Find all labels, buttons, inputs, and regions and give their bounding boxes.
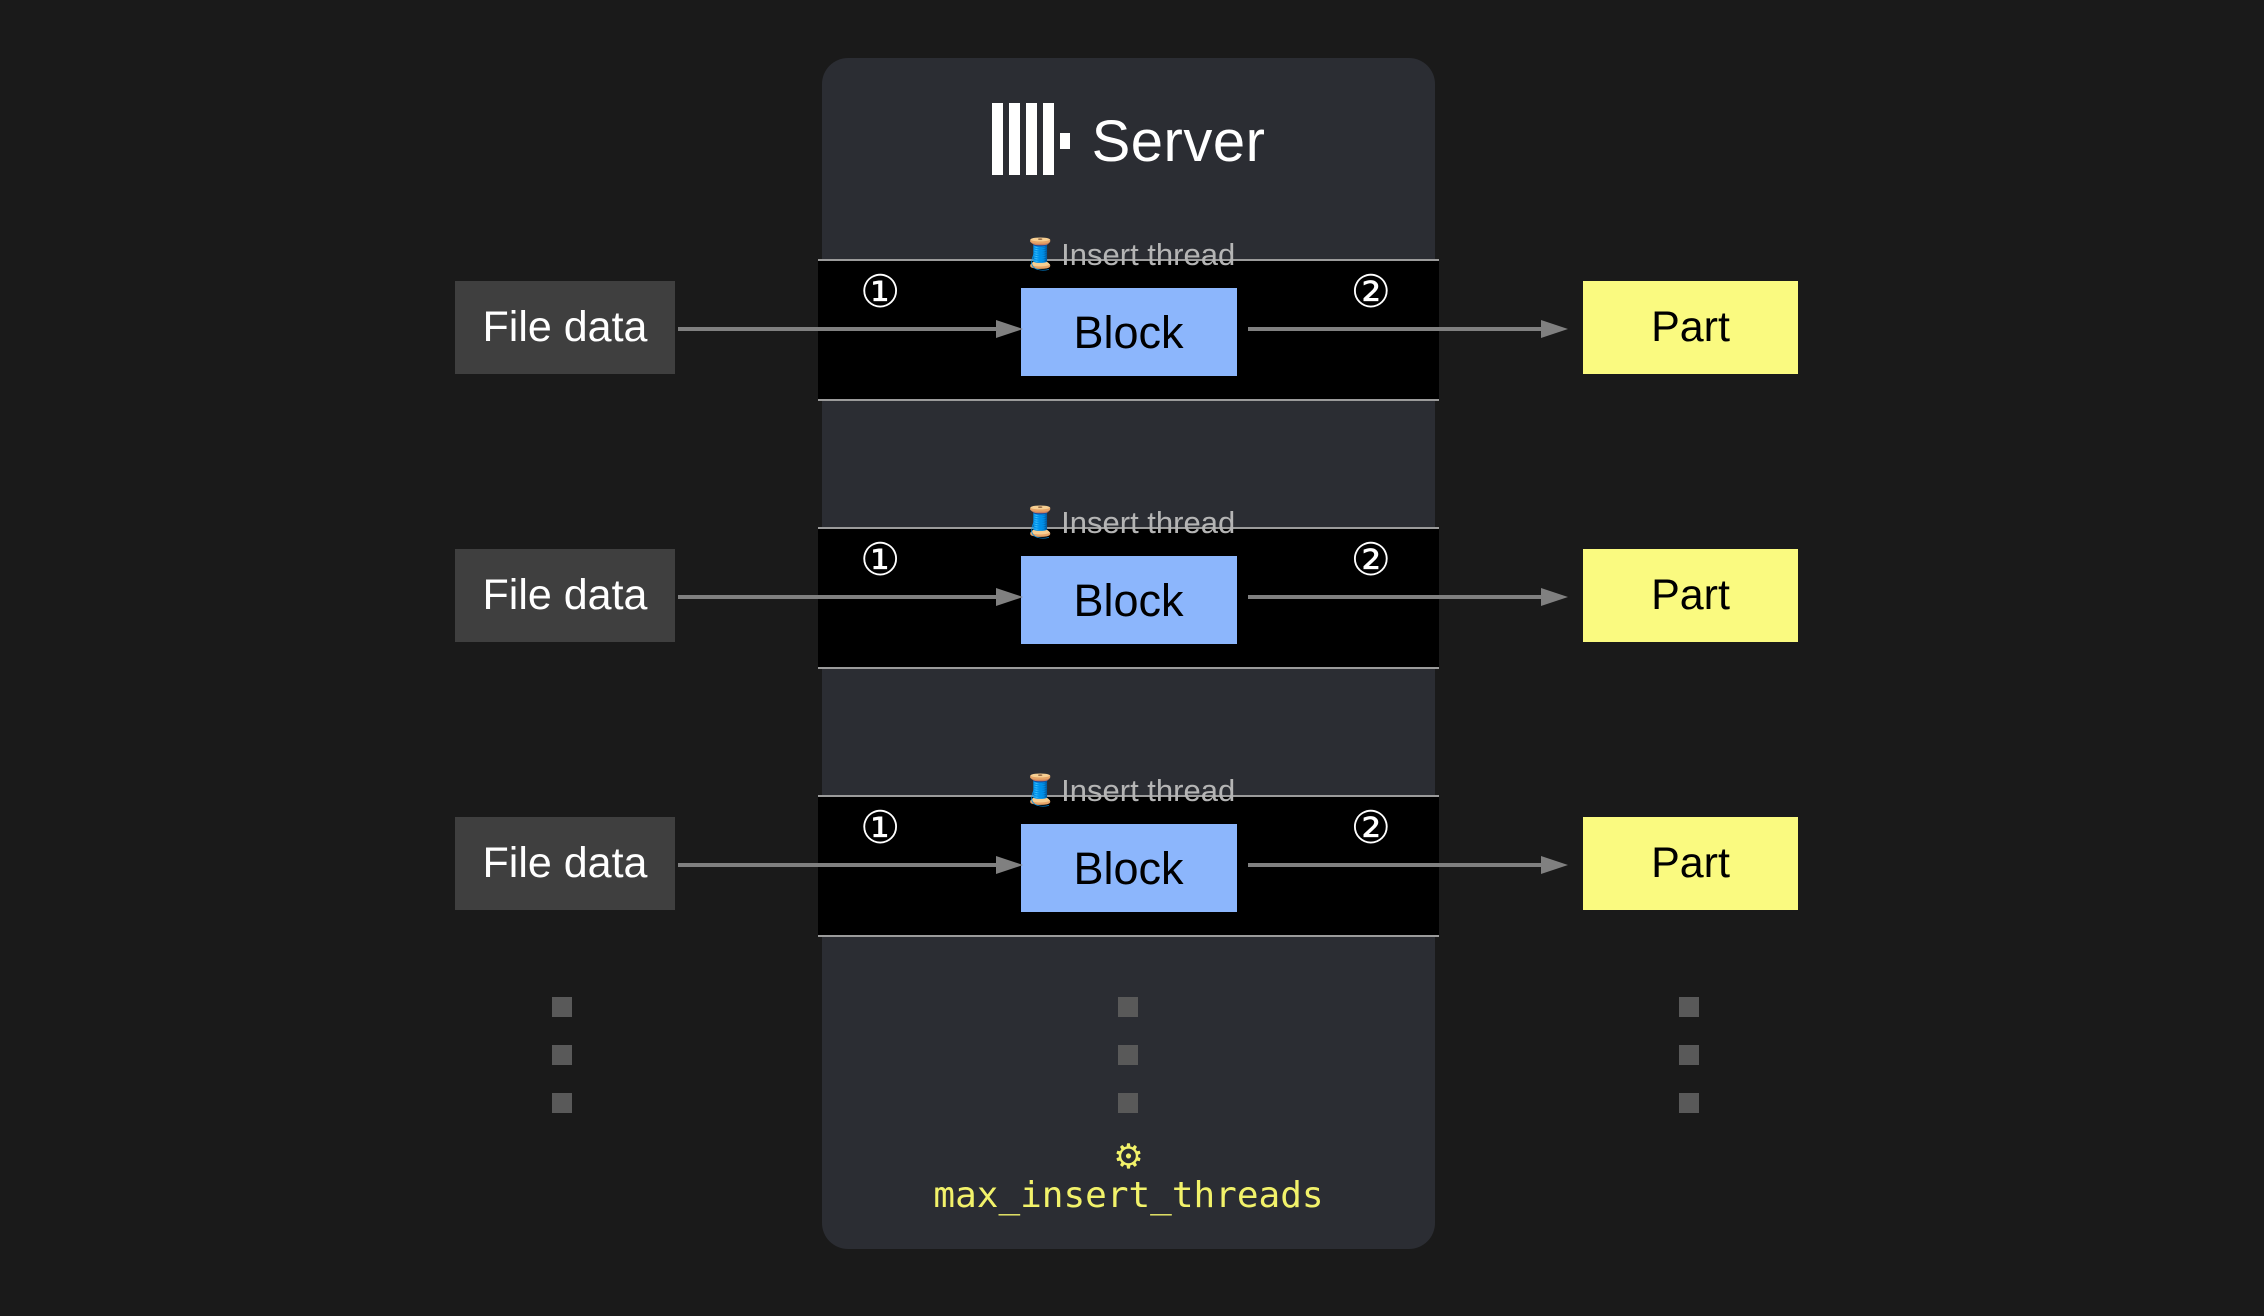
arrow-file-to-block-icon [678,317,1023,341]
part-label: Part [1651,839,1730,887]
step-number-in: ① [860,266,901,317]
thread-spool-icon: 🧵 [1021,237,1060,271]
ellipsis-dot [552,1093,572,1113]
arrow-block-to-part-icon [1248,585,1568,609]
ellipsis-dot [1679,1093,1699,1113]
thread-spool-icon: 🧵 [1021,505,1060,539]
arrow-block-to-part-icon [1248,853,1568,877]
ellipsis-right [1679,997,1699,1113]
step-number-in: ① [860,534,901,585]
file-data-box: File data [455,281,675,374]
insert-thread-label: 🧵 Insert thread [1022,507,1235,538]
block-label: Block [1073,842,1184,894]
page-title: Server [1091,108,1266,174]
step-number-out: ② [1350,534,1391,585]
ellipsis-dot [552,997,572,1017]
ellipsis-dot [1679,1045,1699,1065]
insert-thread-label: 🧵 Insert thread [1022,239,1235,270]
step-number-in: ① [860,802,901,853]
ellipsis-center [1118,997,1138,1113]
insert-thread-label: 🧵 Insert thread [1022,775,1235,806]
part-box: Part [1583,281,1798,374]
arrow-block-to-part-icon [1248,317,1568,341]
insert-thread-label-text: Insert thread [1061,505,1236,540]
file-data-box: File data [455,817,675,910]
ellipsis-dot [1118,997,1138,1017]
ellipsis-dot [552,1045,572,1065]
insert-thread-label-text: Insert thread [1061,237,1236,272]
part-box: Part [1583,549,1798,642]
file-data-label: File data [482,303,648,351]
clickhouse-logo-icon [991,103,1070,180]
insert-thread-label-text: Insert thread [1061,773,1236,808]
arrow-file-to-block-icon [678,585,1023,609]
ellipsis-dot [1118,1045,1138,1065]
block-label: Block [1073,306,1184,358]
file-data-box: File data [455,549,675,642]
block-box: Block [1020,288,1237,376]
setting-name-label: max_insert_threads [933,1175,1324,1216]
part-label: Part [1651,571,1730,619]
gear-icon: ⚙ [1113,1138,1144,1176]
ellipsis-left [552,997,572,1113]
ellipsis-dot [1118,1093,1138,1113]
block-box: Block [1020,824,1237,912]
part-box: Part [1583,817,1798,910]
step-number-out: ② [1350,802,1391,853]
thread-spool-icon: 🧵 [1021,773,1060,807]
block-box: Block [1020,556,1237,644]
file-data-label: File data [482,571,648,619]
file-data-label: File data [482,839,648,887]
part-label: Part [1651,303,1730,351]
server-title-row: Server [822,58,1435,225]
arrow-file-to-block-icon [678,853,1023,877]
step-number-out: ② [1350,266,1391,317]
setting-footer: ⚙ max_insert_threads [822,1140,1435,1214]
block-label: Block [1073,574,1184,626]
ellipsis-dot [1679,997,1699,1017]
